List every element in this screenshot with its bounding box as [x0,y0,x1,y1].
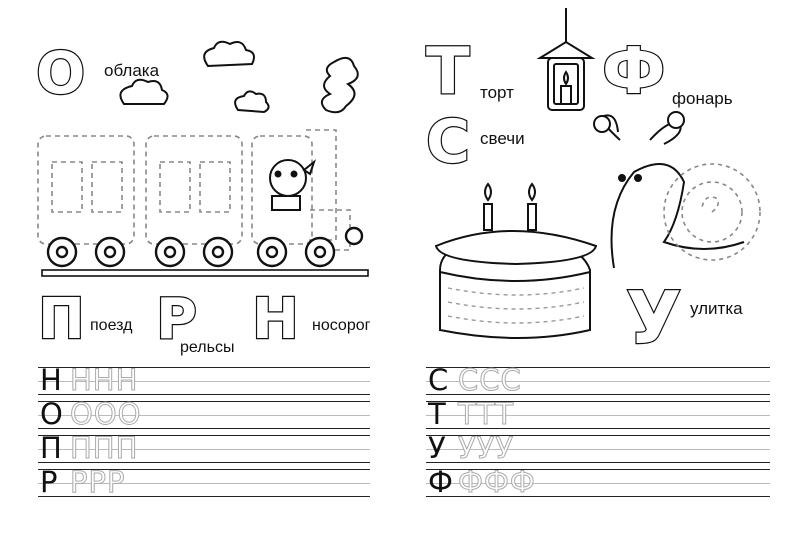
letter-u-big: У [625,276,683,360]
word-relsy: рельсы [180,339,235,356]
word-fonar: фонарь [672,89,733,108]
cloud-icon [119,78,169,105]
row-trace-letters: РРР [69,465,126,499]
letter-f-big: Ф [601,35,667,109]
lantern-icon [536,8,596,111]
row-trace-letters: УУУ [457,431,515,465]
rhino-icon [269,159,317,211]
cloud-icon [234,90,270,114]
writing-row: Т ТТТ [426,397,770,435]
row-lead-letter: Т [428,397,446,431]
cloud-icon [203,40,255,68]
word-nosorog: носорог [312,317,371,334]
rail-icon [41,269,369,277]
row-trace-letters: ССС [458,363,522,397]
row-lead-letter: Н [40,363,62,397]
letter-t-big: Т [425,35,471,109]
letter-s-big: С [425,107,471,177]
letter-o-big: О [35,39,87,107]
right-page: Т торт Ф фонарь С свечи У улитка С ССС Т… [400,0,800,543]
row-trace-letters: ТТТ [457,397,515,431]
writing-rows-right: С ССС Т ТТТ У УУУ Ф ФФФ [426,363,770,503]
row-lead-letter: О [40,397,63,431]
word-oblaka: облака [104,61,160,80]
letter-r-big: Р [155,287,198,352]
letter-n-big: Н [251,287,300,352]
word-tort: торт [480,83,514,102]
smoke-icon [320,56,359,114]
candle-icon [483,182,537,231]
row-lead-letter: С [428,363,449,397]
snail-icon [593,111,745,269]
row-lead-letter: У [428,431,446,465]
left-page: О облака П поезд Р рельсы Н носорог Н НН… [35,39,371,503]
word-ulitka: улитка [690,299,743,318]
word-poezd: поезд [90,317,133,334]
word-svechi: свечи [480,129,525,148]
row-trace-letters: ППП [69,431,139,465]
writing-row: У УУУ [426,431,770,469]
row-trace-letters: ННН [69,363,139,397]
train-icon [37,129,351,251]
writing-row: О ООО [38,397,370,435]
writing-rows-left: Н ННН О ООО П ППП Р РРР [38,363,370,503]
writing-row: Р РРР [38,465,370,503]
writing-row: С ССС [426,363,770,401]
right-illustration [434,8,761,339]
row-trace-letters: ФФФ [458,465,536,499]
row-trace-letters: ООО [69,397,142,431]
writing-row: П ППП [38,431,370,469]
row-lead-letter: Ф [428,465,453,499]
letter-p-big: П [37,287,86,352]
writing-row: Н ННН [38,363,370,401]
row-lead-letter: Р [40,465,58,499]
left-illustration [37,40,369,277]
writing-row: Ф ФФФ [426,465,770,503]
cake-icon [434,230,598,339]
row-lead-letter: П [40,431,62,465]
